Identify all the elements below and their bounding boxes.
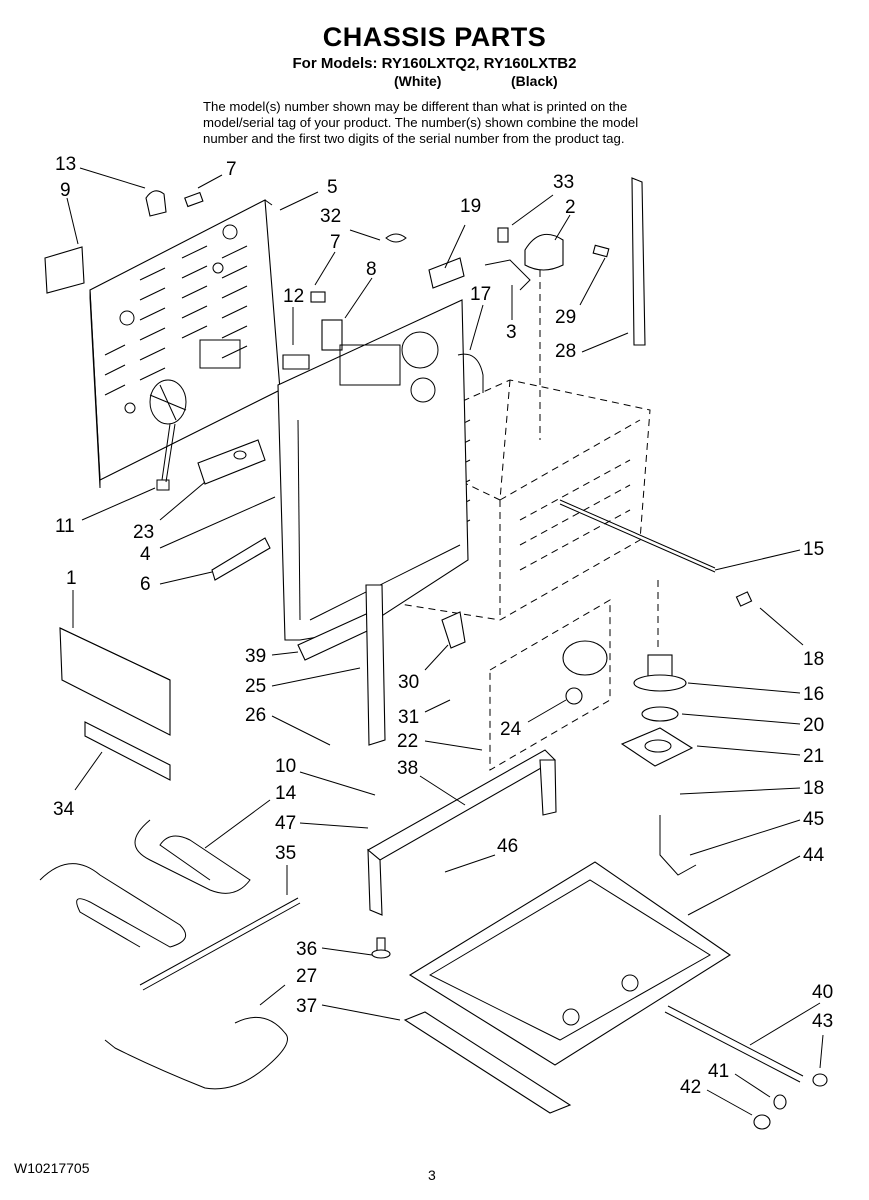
- callout-40: 40: [812, 982, 833, 1003]
- small-parts-top: [145, 177, 646, 370]
- callout-23: 23: [133, 522, 154, 543]
- callout-12: 12: [283, 286, 304, 307]
- callout-42: 42: [680, 1077, 701, 1098]
- callout-28: 28: [555, 341, 576, 362]
- callout-44: 44: [803, 845, 825, 866]
- document-number: W10217705: [14, 1160, 90, 1176]
- callout-3: 3: [506, 322, 517, 343]
- callout-46: 46: [497, 836, 518, 857]
- variant-black: (Black): [511, 73, 558, 89]
- callout-1: 1: [66, 568, 77, 589]
- page-title: CHASSIS PARTS: [322, 22, 547, 52]
- callout-9: 9: [60, 180, 71, 201]
- callout-7-lower: 7: [330, 232, 341, 253]
- callout-14: 14: [275, 783, 297, 804]
- callout-32: 32: [320, 206, 341, 227]
- callout-41: 41: [708, 1061, 729, 1082]
- models-line: For Models: RY160LXTQ2, RY160LXTB2: [292, 55, 577, 72]
- note-line: number and the first two digits of the s…: [203, 131, 625, 146]
- callout-11: 11: [55, 516, 75, 537]
- callout-31: 31: [398, 707, 419, 728]
- page-number: 3: [428, 1167, 436, 1183]
- callout-10: 10: [275, 756, 296, 777]
- callout-19: 19: [460, 196, 481, 217]
- callout-18-lower: 18: [803, 778, 824, 799]
- callout-5: 5: [327, 177, 338, 198]
- callout-39: 39: [245, 646, 266, 667]
- callout-18-upper: 18: [803, 649, 824, 670]
- callout-13: 13: [55, 154, 76, 175]
- callout-4: 4: [140, 544, 151, 565]
- callout-8: 8: [366, 259, 377, 280]
- rear-panel-drawing: [44, 199, 281, 491]
- callout-33: 33: [553, 172, 574, 193]
- callout-30: 30: [398, 672, 419, 693]
- model-note: The model(s) number shown may be differe…: [203, 99, 723, 147]
- callout-27: 27: [296, 966, 317, 987]
- callout-26: 26: [245, 705, 266, 726]
- callout-45: 45: [803, 809, 824, 830]
- variant-white: (White): [394, 73, 442, 89]
- side-panel-drawing: [211, 299, 484, 746]
- callout-22: 22: [397, 731, 418, 752]
- callout-6: 6: [140, 574, 151, 595]
- callout-43: 43: [812, 1011, 833, 1032]
- callout-7-upper: 7: [226, 159, 237, 180]
- callout-36: 36: [296, 939, 317, 960]
- callout-2: 2: [565, 197, 576, 218]
- callout-34: 34: [53, 799, 75, 820]
- callout-17: 17: [470, 284, 491, 305]
- lower-parts-drawing: [39, 499, 828, 1130]
- callout-20: 20: [803, 715, 824, 736]
- callout-35: 35: [275, 843, 296, 864]
- callout-labels: 13 7 9 5 32 7 8 12 19 33 2 17 3 29 28 11…: [53, 154, 833, 1098]
- callout-24: 24: [500, 719, 522, 740]
- callout-15: 15: [803, 539, 824, 560]
- callout-38: 38: [397, 758, 418, 779]
- callout-47: 47: [275, 813, 296, 834]
- leader-lines: [66, 167, 824, 1116]
- note-line: model/serial tag of your product. The nu…: [203, 115, 639, 130]
- callout-29: 29: [555, 307, 576, 328]
- callout-25: 25: [245, 676, 266, 697]
- callout-37: 37: [296, 996, 317, 1017]
- note-line: The model(s) number shown may be differe…: [203, 99, 628, 114]
- callout-21: 21: [803, 746, 824, 767]
- callout-16: 16: [803, 684, 824, 705]
